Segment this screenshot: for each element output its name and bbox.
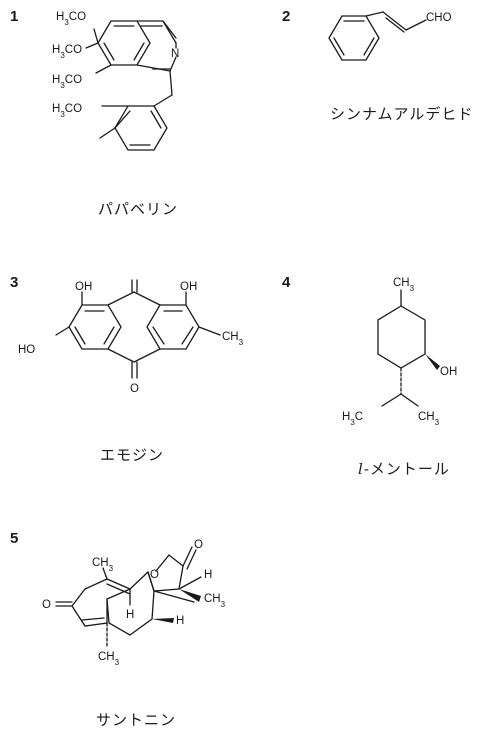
ome-label-3: H3CO (52, 74, 82, 90)
santonin-structure: O O O CH3 CH3 CH3 H H H (42, 539, 226, 667)
papaverine-structure: H3CO H3CO H3CO H3CO N (52, 11, 179, 151)
emodin-ch3: CH3 (222, 331, 244, 347)
santonin-ch3-top: CH3 (92, 557, 114, 573)
santonin-ch3-right: CH3 (204, 593, 226, 609)
ome-label-4: H3CO (52, 103, 82, 119)
emodin-oh-right: OH (180, 281, 197, 293)
compound-5-name: サントニン (96, 711, 177, 729)
compound-4-number: 4 (282, 274, 291, 291)
emodin-oh-left: OH (75, 281, 92, 293)
menthol-ch3-right: CH3 (418, 411, 440, 427)
compound-2-number: 2 (282, 8, 291, 25)
nitrogen-label: N (171, 48, 179, 60)
menthol-ch3-top: CH3 (393, 277, 415, 293)
santonin-h-mid: H (176, 615, 184, 627)
santonin-ketone-o: O (42, 599, 51, 611)
compound-3-number: 3 (10, 274, 19, 291)
emodin-structure: OH OH HO O O CH3 (18, 278, 244, 395)
compound-3-name: エモジン (100, 446, 165, 464)
menthol-name-rest: -メントール (363, 460, 450, 478)
menthol-structure: CH3 OH H3C CH3 (342, 277, 457, 427)
santonin-ch3-bottom: CH3 (98, 651, 120, 667)
emodin-ho: HO (18, 344, 35, 356)
compound-1-name: パパベリン (98, 200, 179, 218)
santonin-h-right: H (204, 569, 212, 581)
compound-2-name: シンナムアルデヒド (330, 105, 474, 123)
menthol-prefix: l (358, 460, 364, 478)
menthol-h3c: H3C (342, 411, 363, 427)
cinnamaldehyde-structure: CHO (328, 11, 452, 61)
compound-1-number: 1 (10, 8, 19, 25)
ome-label-2: H3CO (52, 44, 82, 60)
emodin-o-bottom: O (130, 383, 139, 395)
santonin-h-left: H (126, 609, 134, 621)
menthol-oh: OH (440, 366, 457, 378)
emodin-o-top: O (130, 278, 139, 281)
compound-5-number: 5 (10, 530, 19, 547)
ome-label-1: H3CO (56, 11, 86, 27)
compound-4-name: l-メントール (358, 458, 450, 479)
santonin-ring-o: O (150, 569, 159, 581)
cho-label: CHO (426, 12, 452, 24)
santonin-carbonyl-o: O (194, 539, 203, 551)
